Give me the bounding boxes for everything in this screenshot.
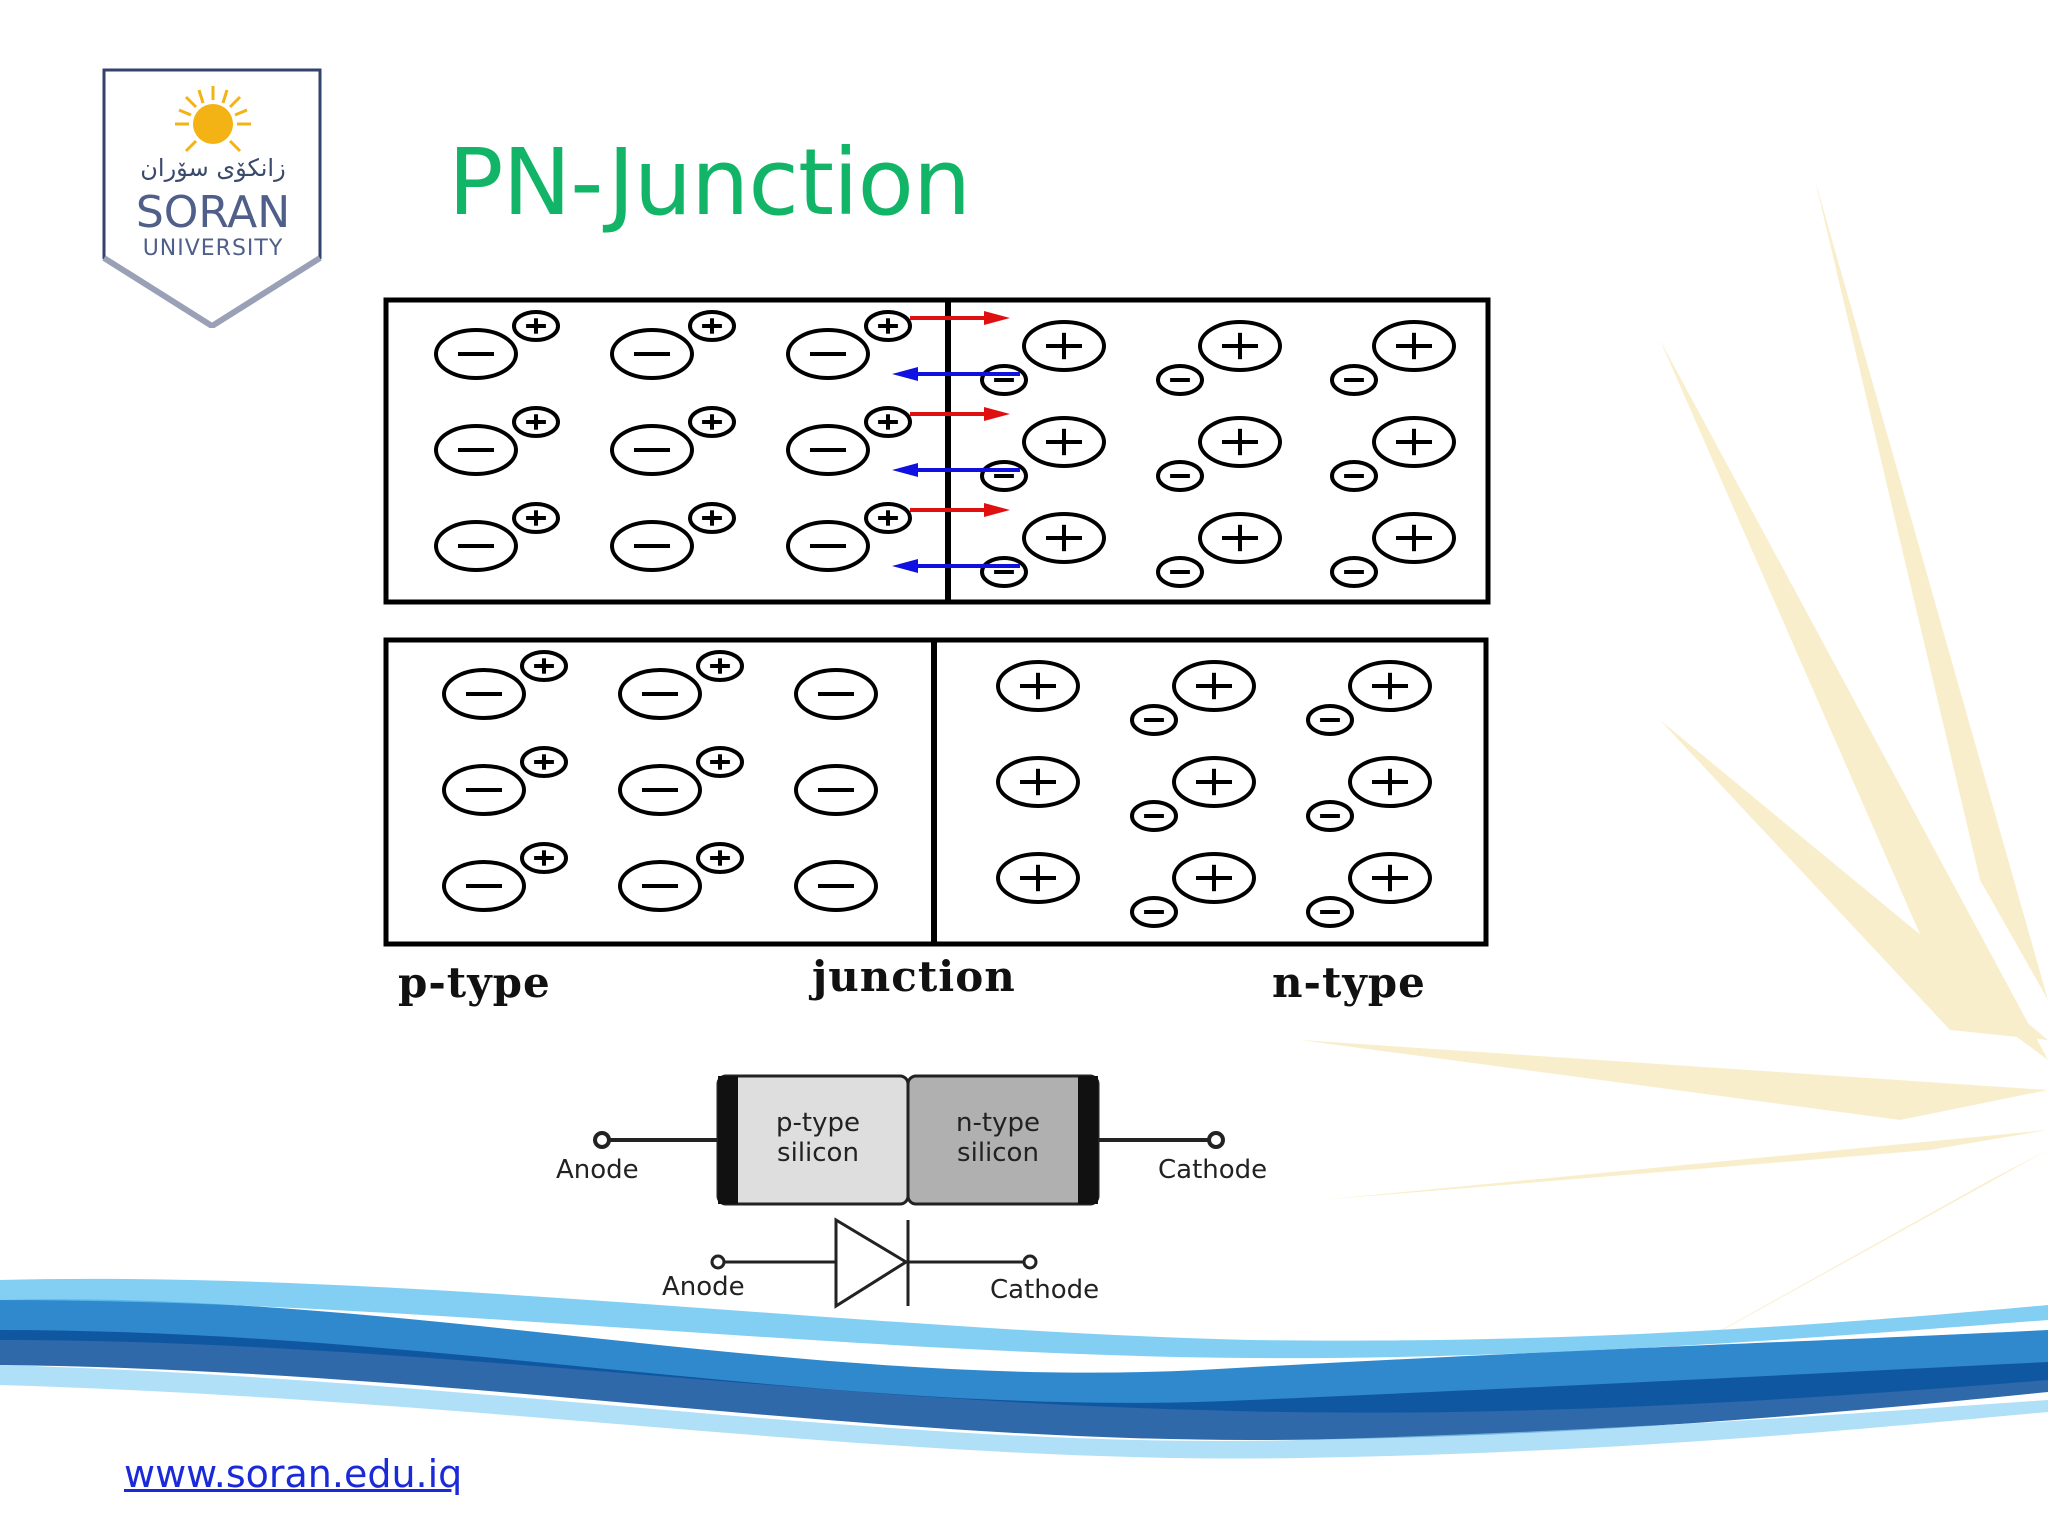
top-panel-frame <box>383 297 1491 605</box>
p-type-label: p-type <box>398 958 551 1007</box>
cathode-label: Cathode <box>1158 1155 1268 1185</box>
starburst-decoration <box>1300 180 2048 1420</box>
diode-diagram <box>593 1074 1225 1309</box>
electron-diffusion-arrow-2-head <box>892 559 918 573</box>
wave-decoration <box>0 1278 2048 1459</box>
pn-junction-diagram <box>383 297 1491 947</box>
p-block-label: p-type silicon <box>758 1108 878 1168</box>
anode-terminal <box>593 1131 611 1149</box>
electron-diffusion-arrow-0-head <box>892 367 918 381</box>
diode-symbol <box>710 1217 1038 1309</box>
logo-subtitle: UNIVERSITY <box>142 236 284 261</box>
hole-diffusion-arrow-0-head <box>984 311 1010 325</box>
cathode-band <box>1078 1076 1098 1204</box>
n-block-label-line2: silicon <box>957 1138 1039 1168</box>
logo-name: SORAN <box>135 187 291 238</box>
n-block-label-line1: n-type <box>956 1108 1040 1138</box>
website-link[interactable]: www.soran.edu.iq <box>124 1452 463 1496</box>
p-block-label-line2: silicon <box>777 1138 859 1168</box>
slide-title: PN-Junction <box>448 129 971 236</box>
sun-icon <box>175 86 251 153</box>
cathode-terminal <box>1207 1131 1225 1149</box>
soran-university-logo <box>102 68 322 328</box>
anode-label: Anode <box>556 1155 639 1185</box>
symbol-anode-label: Anode <box>662 1272 745 1302</box>
anode-band <box>718 1076 738 1204</box>
n-block-label: n-type silicon <box>938 1108 1058 1168</box>
logo-arabic-text: زانكۆی سۆران <box>140 154 286 182</box>
n-type-label: n-type <box>1272 958 1426 1007</box>
hole-diffusion-arrow-1-head <box>984 407 1010 421</box>
junction-label: junction <box>812 952 1016 1001</box>
symbol-cathode-label: Cathode <box>990 1275 1100 1305</box>
hole-diffusion-arrow-2-head <box>984 503 1010 517</box>
p-block-label-line1: p-type <box>776 1108 860 1138</box>
electron-diffusion-arrow-1-head <box>892 463 918 477</box>
